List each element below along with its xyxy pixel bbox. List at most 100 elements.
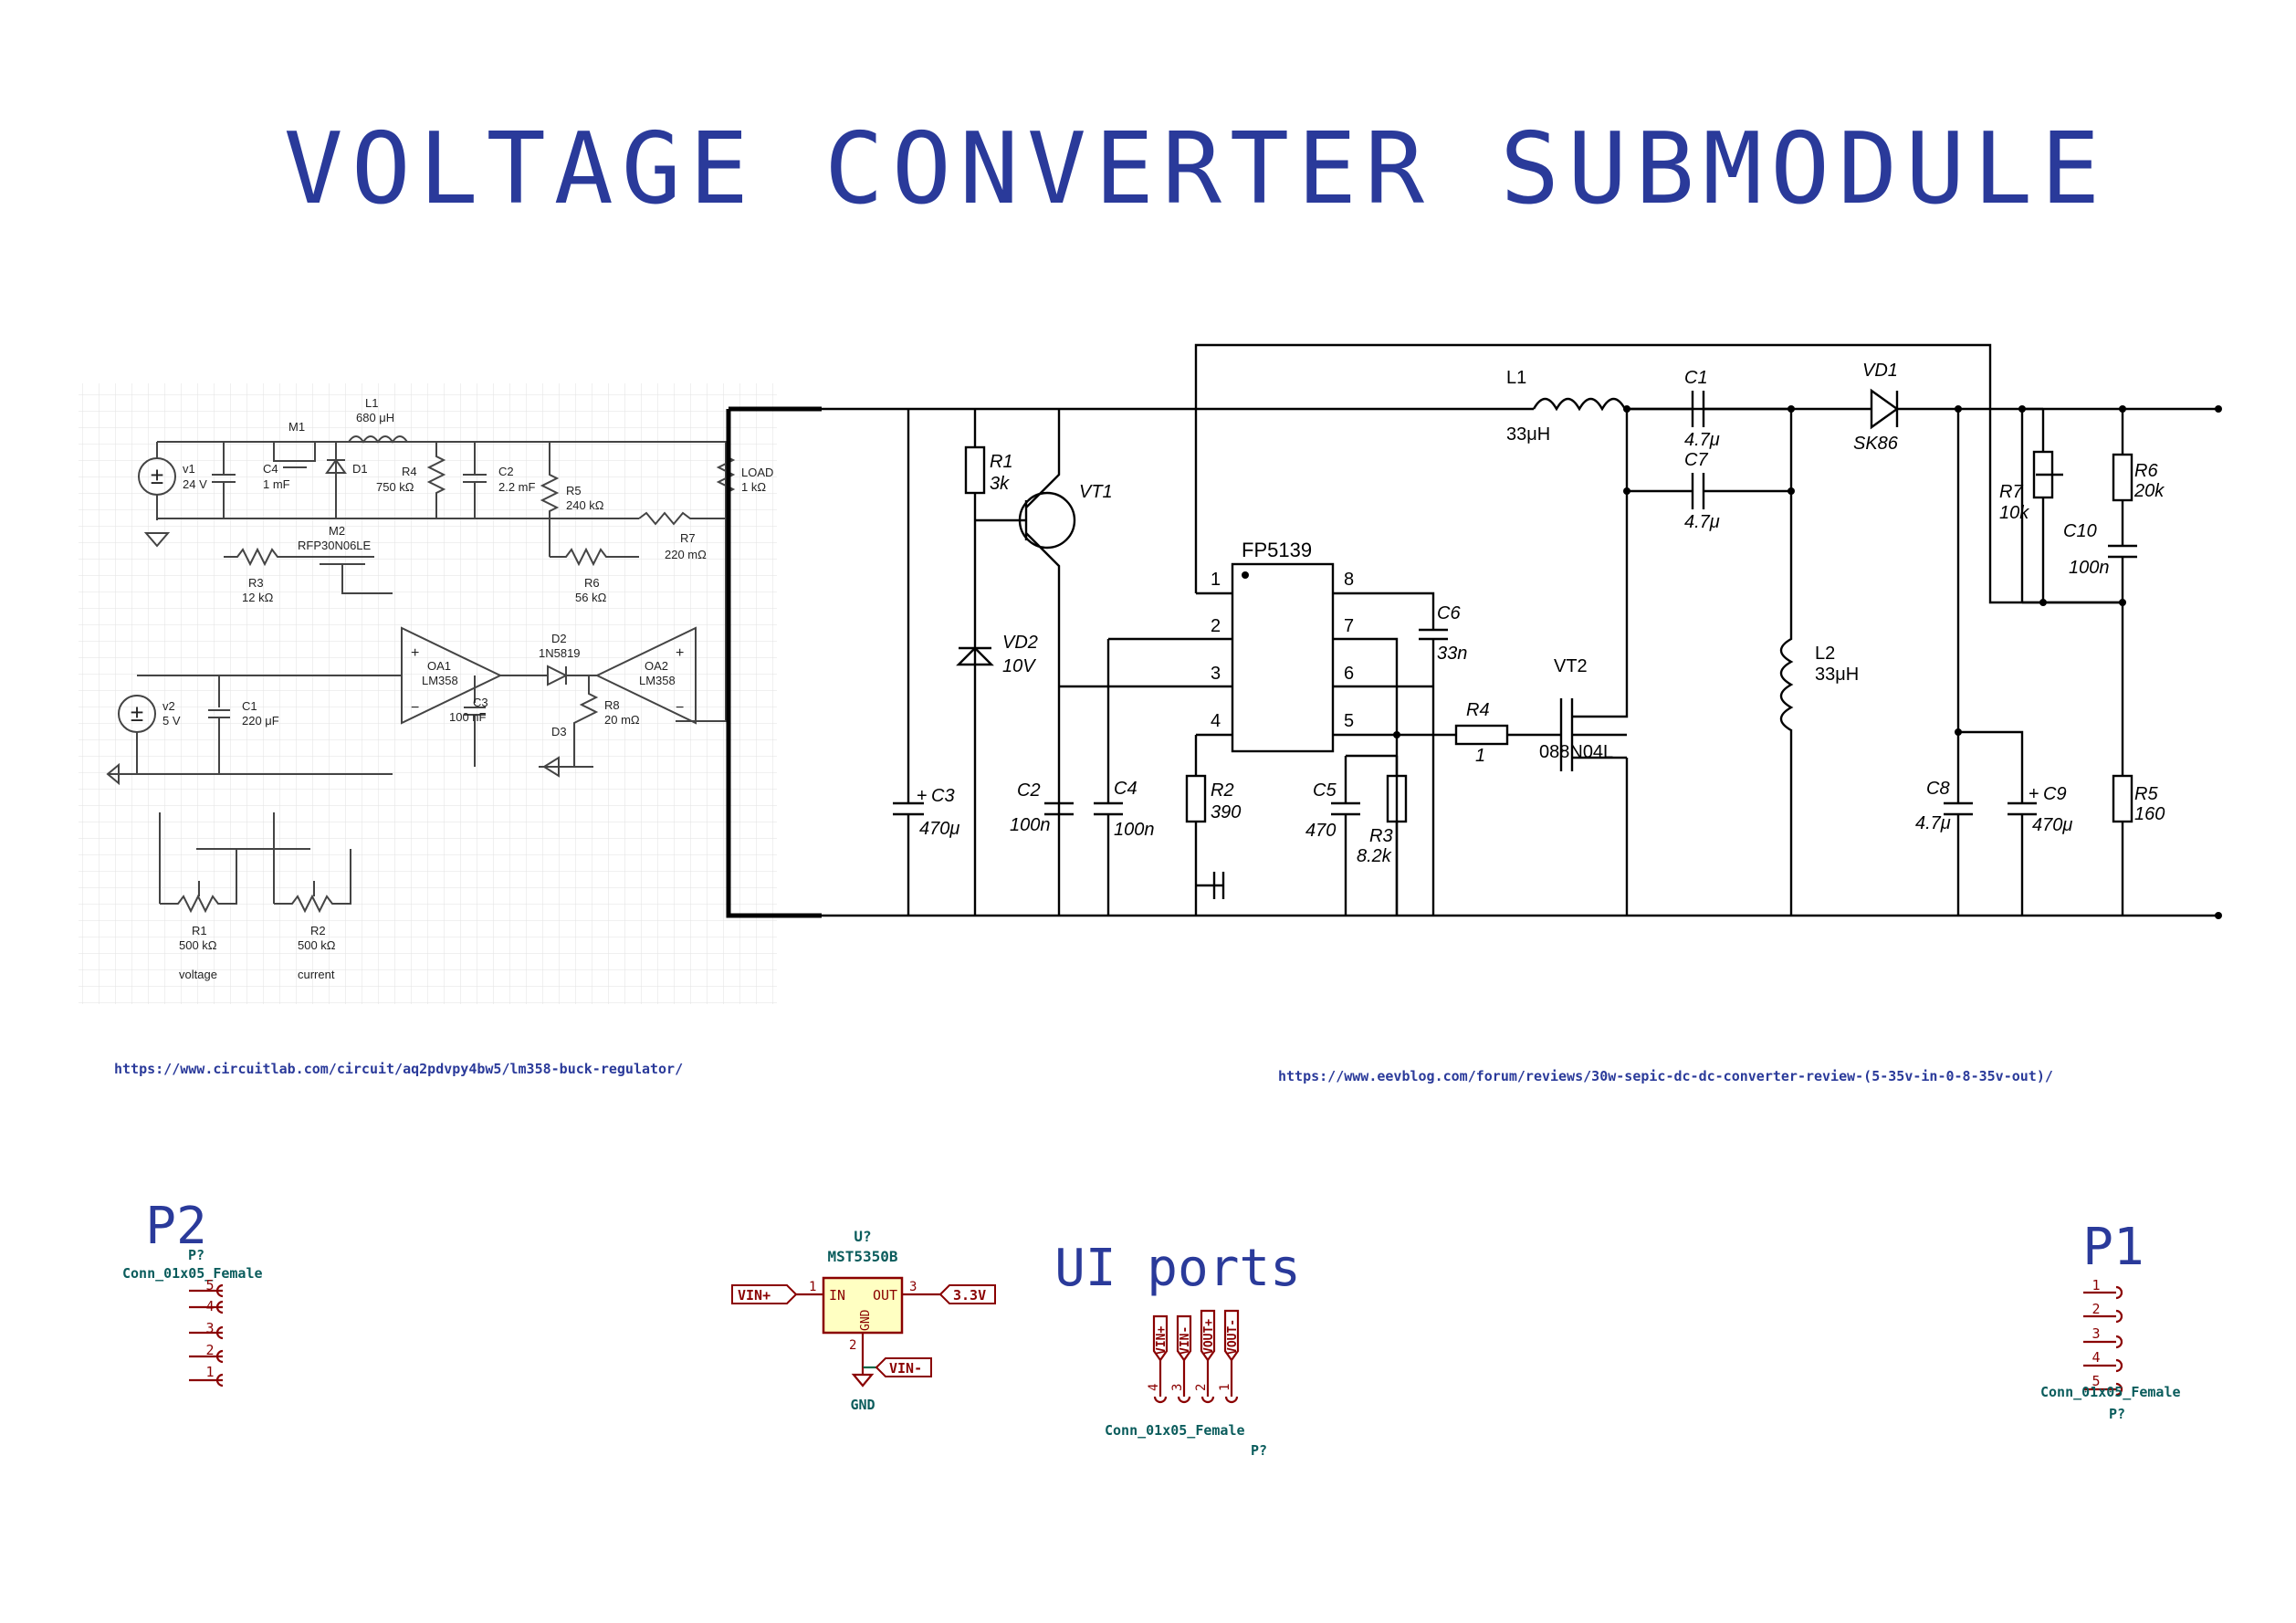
- buck-load-value: 1 kΩ: [741, 480, 766, 494]
- buck-v2-value: 5 V: [163, 714, 181, 728]
- sepic-c9-value: 470μ: [2032, 815, 2072, 835]
- sepic-c7-label: C7: [1684, 450, 1708, 470]
- buck-c3-label: C3: [473, 696, 488, 709]
- sepic-r5-label: R5: [2134, 784, 2158, 804]
- p2-pin-4: 4: [205, 1298, 214, 1314]
- buck-r4-label: R4: [402, 465, 417, 478]
- buck-r1-value: 500 kΩ: [179, 938, 217, 952]
- sepic-vd2-label: VD2: [1002, 633, 1038, 653]
- sepic-r3-value: 8.2k: [1357, 846, 1392, 866]
- regulator-pin-in: 1: [809, 1280, 816, 1294]
- regulator-ref: U?: [854, 1228, 871, 1245]
- ui-port-label-vin-plus[interactable]: VIN+: [1155, 1326, 1169, 1355]
- svg-text:−: −: [411, 700, 419, 716]
- buck-c4-label: C4: [263, 462, 278, 476]
- link-eevblog[interactable]: https://www.eevblog.com/forum/reviews/30…: [1278, 1068, 2053, 1084]
- sepic-c4-value: 100n: [1114, 820, 1155, 840]
- sepic-c1-value: 4.7μ: [1684, 430, 1720, 450]
- net-label-vin-plus[interactable]: VIN+: [738, 1287, 771, 1304]
- sepic-vd2-value: 10V: [1002, 656, 1036, 676]
- ui-port-pin-1: 1: [1218, 1384, 1232, 1391]
- buck-c1-label: C1: [242, 699, 257, 713]
- sepic-r7-value: 10k: [1999, 503, 2029, 523]
- buck-r8-label: R8: [604, 698, 620, 712]
- buck-d2-label: D2: [551, 632, 567, 645]
- sepic-pin-5: 5: [1344, 711, 1354, 731]
- sepic-vt2-value: 088N04L: [1539, 742, 1613, 762]
- ui-ports: UI ports VIN+ VIN- VOUT+ VOUT- 4 3 2 1 C…: [1054, 1239, 1301, 1459]
- sepic-c5-label: C5: [1313, 780, 1337, 801]
- sepic-r3-label: R3: [1369, 826, 1393, 846]
- sepic-pin-7: 7: [1344, 616, 1354, 636]
- sepic-pin-3: 3: [1211, 664, 1221, 684]
- sepic-vd1-label: VD1: [1862, 361, 1898, 381]
- buck-r6-label: R6: [584, 576, 600, 590]
- buck-r1-label: R1: [192, 924, 207, 937]
- net-label-3v3[interactable]: 3.3V: [953, 1287, 986, 1304]
- sepic-c2-value: 100n: [1010, 815, 1051, 835]
- buck-r8-value: 20 mΩ: [604, 713, 640, 727]
- sepic-pin-6: 6: [1344, 664, 1354, 684]
- sepic-r5-value: 160: [2134, 804, 2165, 824]
- buck-m1-label: M1: [288, 420, 305, 434]
- svg-text:±: ±: [131, 699, 143, 727]
- p1-pin-5: 5: [2092, 1373, 2100, 1389]
- sepic-ic-label: FP5139: [1242, 539, 1312, 561]
- net-label-vin-minus[interactable]: VIN-: [889, 1360, 922, 1377]
- sheet-title: VOLTAGE CONVERTER SUBMODULE: [284, 112, 2109, 226]
- connector-p1: P1 1 2 3 4 5 Conn_01x05_Female P?: [2040, 1218, 2181, 1422]
- link-circuitlab[interactable]: https://www.circuitlab.com/circuit/aq2pd…: [114, 1061, 683, 1077]
- sepic-vt2-label: VT2: [1554, 656, 1588, 676]
- buck-m2-value: RFP30N06LE: [298, 539, 372, 552]
- p1-value: Conn_01x05_Female: [2040, 1384, 2181, 1400]
- ui-port-label-vin-minus[interactable]: VIN-: [1179, 1326, 1192, 1355]
- buck-c2-value: 2.2 mF: [498, 480, 536, 494]
- regulator-in: IN: [829, 1287, 845, 1304]
- buck-load-label: LOAD: [741, 466, 773, 479]
- sepic-c7-value: 4.7μ: [1684, 512, 1720, 532]
- buck-oa1-value: LM358: [422, 674, 458, 687]
- buck-r6-value: 56 kΩ: [575, 591, 607, 604]
- gnd-symbol-label: GND: [850, 1397, 875, 1413]
- sepic-r6-value: 20k: [2133, 481, 2165, 501]
- buck-r5-value: 240 kΩ: [566, 498, 604, 512]
- regulator-pin-gnd: 2: [849, 1338, 856, 1353]
- sepic-c5-value: 470: [1305, 821, 1336, 841]
- p2-value: Conn_01x05_Female: [122, 1265, 263, 1282]
- sepic-c6-label: C6: [1437, 603, 1461, 623]
- buck-d2-value: 1N5819: [539, 646, 581, 660]
- buck-v1-label: v1: [183, 462, 195, 476]
- buck-r2-label: R2: [310, 924, 326, 937]
- p1-pin-1: 1: [2092, 1277, 2100, 1293]
- regulator-u: U? MST5350B IN OUT GND 1 3 2 VIN+ 3.3V V…: [731, 1228, 996, 1413]
- buck-l1-value: 680 μH: [356, 411, 394, 424]
- buck-c2-label: C2: [498, 465, 514, 478]
- ui-port-label-vout-plus[interactable]: VOUT+: [1202, 1319, 1216, 1355]
- sepic-c9-label: C9: [2043, 784, 2067, 804]
- buck-r3-value: 12 kΩ: [242, 591, 274, 604]
- sepic-c8-label: C8: [1926, 779, 1950, 799]
- sepic-c3-label: C3: [931, 786, 955, 806]
- buck-l1-label: L1: [365, 396, 378, 410]
- ui-port-label-vout-minus[interactable]: VOUT-: [1226, 1319, 1240, 1355]
- regulator-value: MST5350B: [827, 1248, 897, 1265]
- sepic-c2-label: C2: [1017, 780, 1041, 801]
- buck-c3-value: 100 nF: [449, 710, 487, 724]
- ui-port-pin-2: 2: [1194, 1384, 1209, 1391]
- ui-ports-value: Conn_01x05_Female: [1105, 1422, 1245, 1439]
- sepic-c3-value: 470μ: [919, 819, 959, 839]
- buck-c1-value: 220 μF: [242, 714, 279, 728]
- sepic-r4-label: R4: [1466, 700, 1490, 720]
- ui-ports-ref: P?: [1251, 1442, 1267, 1459]
- sepic-l2-value: 33μH: [1815, 665, 1859, 685]
- buck-r3-label: R3: [248, 576, 264, 590]
- regulator-pin-out: 3: [909, 1280, 917, 1294]
- p1-title: P1: [2082, 1218, 2144, 1277]
- svg-text:−: −: [676, 700, 684, 716]
- buck-v1-value: 24 V: [183, 477, 207, 491]
- svg-text:±: ±: [151, 462, 163, 489]
- sepic-pin-4: 4: [1211, 711, 1221, 731]
- svg-text:+: +: [411, 645, 419, 661]
- p2-pin-1: 1: [205, 1364, 214, 1380]
- p1-pin-4: 4: [2092, 1349, 2100, 1366]
